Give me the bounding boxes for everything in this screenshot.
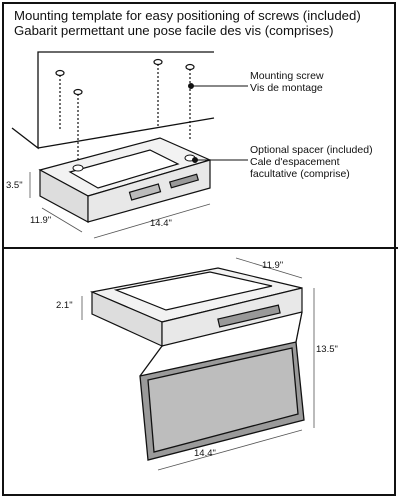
panel-divider — [2, 247, 398, 249]
callout-screw-en: Mounting screw — [250, 70, 324, 82]
header-line-en: Mounting template for easy positioning o… — [14, 8, 361, 23]
header-line-fr: Gabarit permettant une pose facile des v… — [14, 23, 334, 38]
dim-bottom-depth: 11.9" — [262, 260, 284, 271]
dim-top-width: 14.4" — [150, 218, 172, 229]
outer-frame — [2, 2, 396, 496]
callout-spacer-fr1: Cale d'espacement — [250, 156, 340, 168]
dimension-lines-bottom — [81, 257, 315, 471]
cabinet-outline — [11, 51, 215, 150]
screw-4 — [185, 63, 195, 140]
callout-leaders-top — [188, 83, 248, 163]
callout-screw-fr: Vis de montage — [250, 82, 323, 94]
callout-spacer-en: Optional spacer (included) — [250, 144, 373, 156]
screw-3 — [153, 58, 163, 128]
unit-bottom-view — [89, 267, 303, 347]
dim-bottom-width: 14.4" — [194, 448, 216, 459]
callout-spacer-fr2: facultative (comprise) — [250, 168, 350, 180]
screen-panel — [139, 311, 305, 461]
dimension-lines-top — [29, 172, 211, 239]
dim-bottom-height-closed: 2.1" — [56, 300, 73, 311]
callout-spacer: Optional spacer (included) Cale d'espace… — [250, 144, 373, 180]
callout-mounting-screw: Mounting screw Vis de montage — [250, 70, 324, 94]
dim-top-height: 3.5" — [6, 180, 23, 191]
mounting-screws — [55, 58, 195, 165]
screw-1 — [55, 69, 65, 130]
dim-top-depth: 11.9" — [30, 215, 52, 226]
dim-bottom-height-open: 13.5" — [316, 344, 338, 355]
header-text: Mounting template for easy positioning o… — [14, 8, 361, 38]
unit-top-view — [38, 137, 212, 224]
screw-2 — [73, 88, 83, 165]
